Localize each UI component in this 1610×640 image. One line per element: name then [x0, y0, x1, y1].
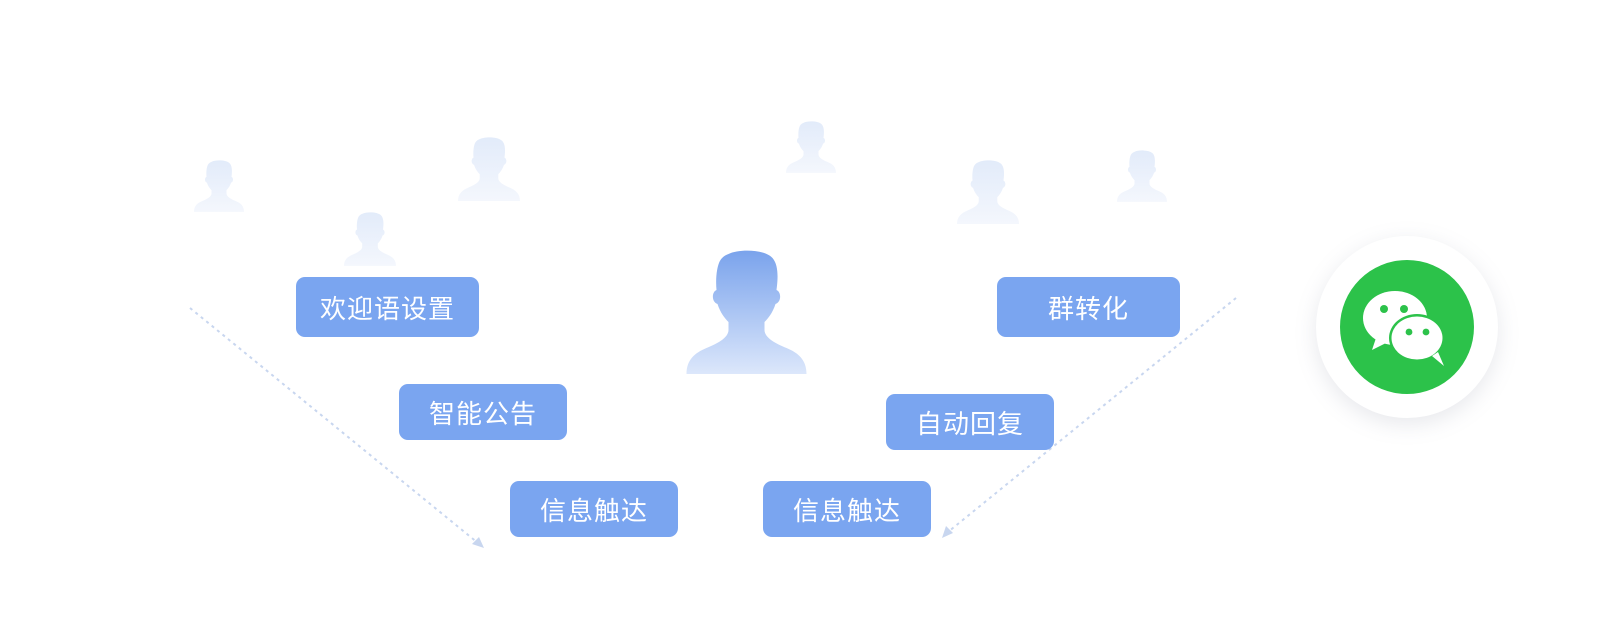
background-user-icon	[194, 160, 244, 212]
central-user-icon	[686, 250, 807, 374]
tag-welcome-message[interactable]: 欢迎语设置	[296, 277, 479, 337]
tag-group-conversion[interactable]: 群转化	[997, 277, 1180, 337]
wechat-badge	[1316, 236, 1498, 418]
left-arrowhead	[472, 537, 484, 548]
tag-auto-reply[interactable]: 自动回复	[886, 394, 1054, 450]
background-user-icon	[786, 121, 836, 173]
background-user-icon	[458, 137, 520, 201]
tag-message-reach-left[interactable]: 信息触达	[510, 481, 678, 537]
background-user-icon	[957, 160, 1019, 224]
wechat-icon	[1340, 260, 1474, 394]
right-arrowhead	[942, 526, 953, 538]
tag-message-reach-right[interactable]: 信息触达	[763, 481, 931, 537]
tag-smart-announcement[interactable]: 智能公告	[399, 384, 567, 440]
background-user-icon	[1117, 150, 1167, 202]
background-user-icon	[344, 212, 396, 266]
